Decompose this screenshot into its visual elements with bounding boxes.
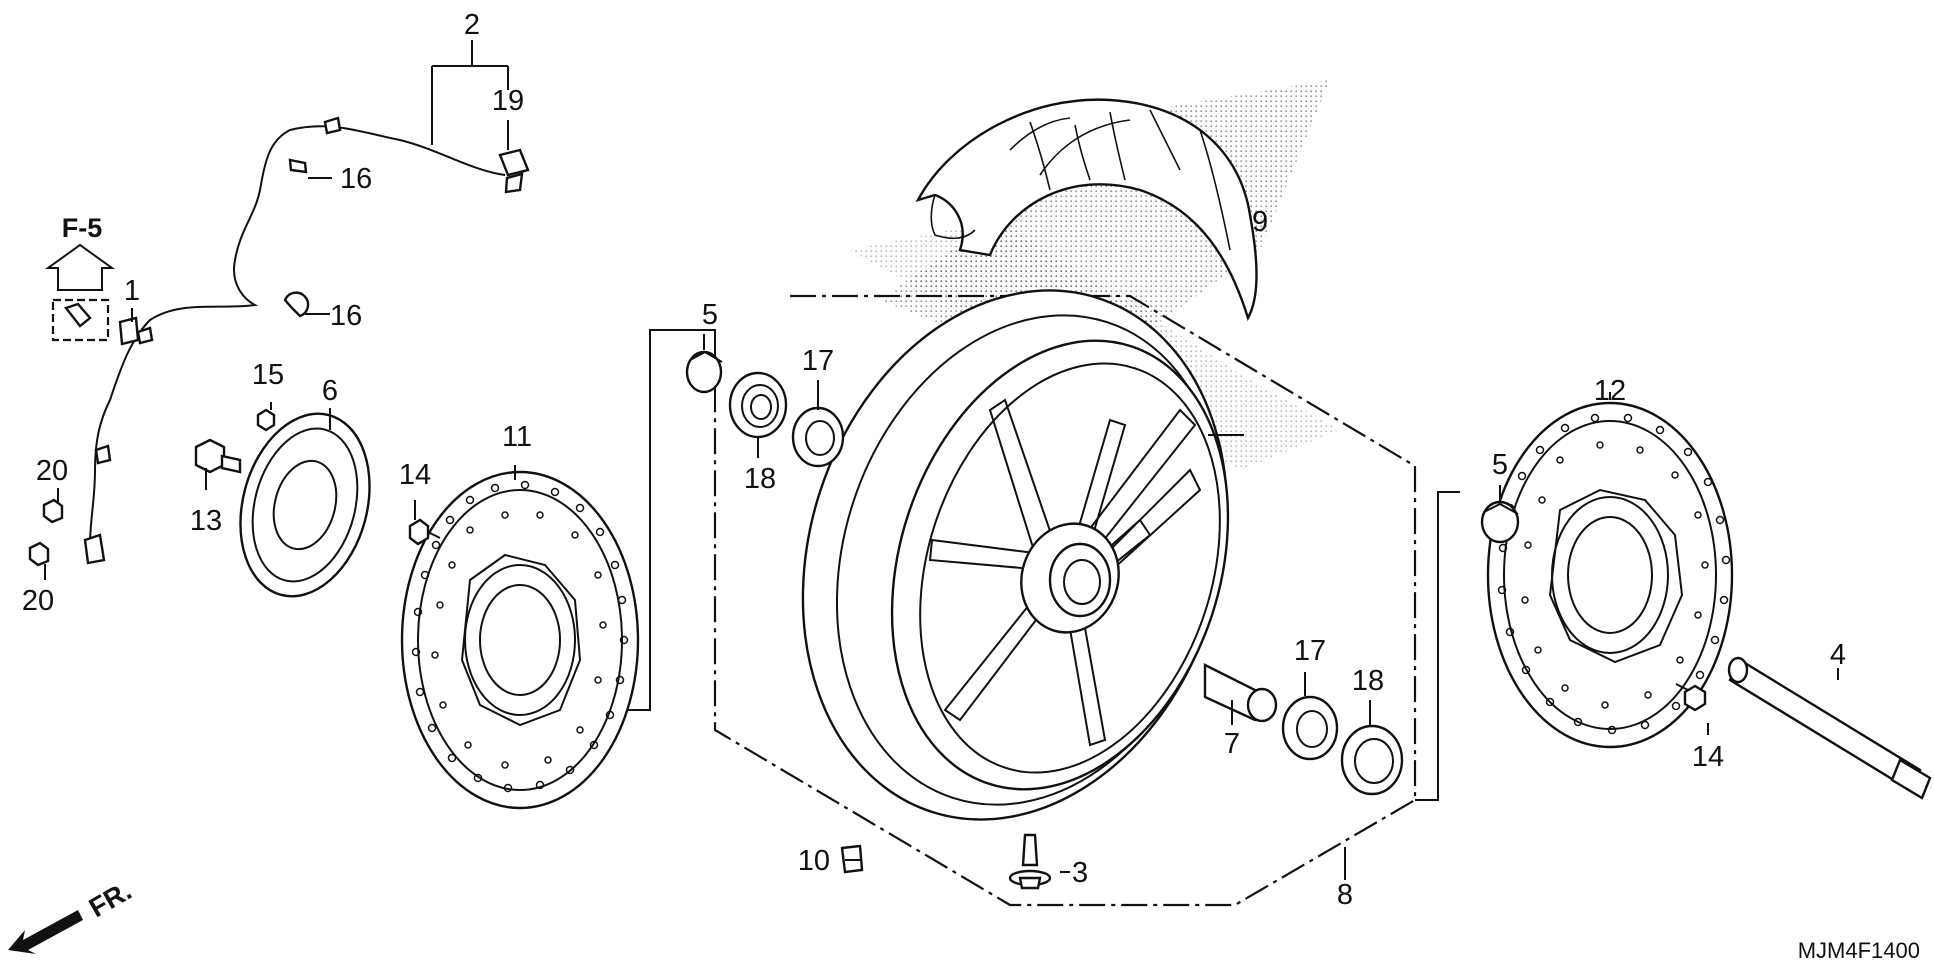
air-valve (1008, 833, 1052, 890)
collar-left (685, 350, 723, 394)
wheel-speed-sensor (83, 116, 530, 565)
collar-right (1480, 500, 1520, 544)
leader-lines (44, 40, 1839, 880)
callout-16-lower: 16 (330, 300, 362, 332)
callout-11: 11 (502, 421, 532, 453)
callout-8: 8 (1337, 879, 1353, 911)
callout-1: 1 (124, 275, 140, 307)
callout-5-right: 5 (1492, 449, 1508, 481)
flange-bolt (194, 438, 242, 474)
brake-disc-left (400, 470, 640, 810)
callout-9: 9 (1252, 206, 1268, 238)
reference-bolt (64, 302, 92, 328)
wheel-assembly-outline (713, 294, 1417, 907)
sensor-stay (118, 316, 140, 346)
callout-5-left: 5 (702, 299, 718, 331)
dust-seal-right (1281, 695, 1339, 761)
pulser-ring-bolt (256, 408, 276, 432)
front-wheel (801, 289, 1230, 821)
callout-6: 6 (322, 375, 338, 407)
callout-20-upper: 20 (36, 455, 68, 487)
bearing-right (1340, 724, 1404, 796)
pulser-ring (239, 412, 371, 598)
disc-bolt-right (1675, 683, 1707, 712)
callout-10: 10 (798, 845, 830, 877)
callout-14-right: 14 (1692, 741, 1724, 773)
dust-seal-left (791, 406, 845, 468)
front-axle (1727, 656, 1932, 800)
bearing-left (728, 371, 788, 439)
callout-7: 7 (1224, 728, 1240, 760)
diagram-code: MJM4F1400 (1798, 938, 1920, 963)
callout-16-upper: 16 (340, 163, 372, 195)
reference-box (51, 298, 110, 342)
callout-13: 13 (190, 505, 222, 537)
orientation-marker: F-5 (62, 213, 103, 243)
callout-17-right: 17 (1294, 635, 1326, 667)
callout-15: 15 (252, 359, 284, 391)
sensor-bolt-lower (28, 541, 50, 567)
callout-17-left: 17 (802, 345, 834, 377)
front-arrow-icon (8, 910, 83, 954)
disc-bolt-left (408, 518, 441, 546)
callout-3: 3 (1072, 857, 1088, 889)
callout-18-right: 18 (1352, 665, 1384, 697)
callout-4: 4 (1830, 639, 1846, 671)
callout-14-left: 14 (399, 459, 431, 491)
distance-collar (1203, 663, 1278, 723)
callout-18-left: 18 (744, 463, 776, 495)
front-marker: FR. (84, 875, 137, 923)
callout-19: 19 (492, 85, 524, 117)
callout-12: 12 (1594, 375, 1626, 407)
orientation-arrow (44, 243, 116, 291)
callout-20-lower: 20 (22, 585, 54, 617)
bracket-right (1415, 491, 1460, 801)
sensor-bolt-upper (42, 498, 64, 524)
callout-2: 2 (464, 9, 480, 41)
